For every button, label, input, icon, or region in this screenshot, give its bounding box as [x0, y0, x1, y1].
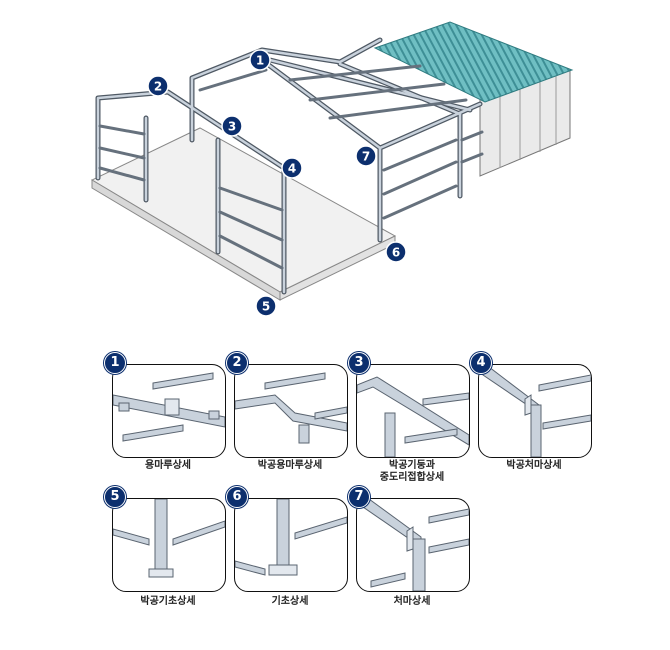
detail-caption-3: 박공기둥과 중도리접합상세 [379, 460, 445, 483]
detail-badge-3: 3 [348, 352, 370, 374]
detail-panel-2-gable-ridge [234, 364, 348, 458]
detail-badge-4: 4 [470, 352, 492, 374]
callout-badge-4: 4 [281, 157, 303, 179]
ridge-detail-drawing [113, 372, 225, 442]
svg-text:2: 2 [154, 80, 162, 94]
detail-caption-1: 용마루상세 [145, 460, 191, 471]
detail-caption-2: 박공용마루상세 [257, 460, 323, 471]
foundation-detail-drawing [235, 499, 347, 576]
detail-caption-6: 기초상세 [271, 596, 309, 607]
eave-detail-drawing [357, 499, 469, 591]
callout-badge-3: 3 [221, 115, 243, 137]
building-frame-overview: 1 2 3 4 5 6 7 [90, 21, 574, 317]
detail-panel-6-foundation [234, 498, 348, 592]
gable-foundation-detail-drawing [113, 499, 225, 578]
callout-badge-2: 2 [147, 75, 169, 97]
detail-panel-5-gable-foundation [112, 498, 226, 592]
svg-text:3: 3 [228, 120, 236, 134]
gable-eave-detail-drawing [479, 366, 591, 457]
detail-caption-7: 처마상세 [393, 596, 431, 607]
detail-badge-2: 2 [226, 352, 248, 374]
svg-text:6: 6 [392, 246, 400, 260]
detail-panel-4-gable-eave [478, 364, 592, 458]
svg-text:4: 4 [288, 162, 296, 176]
svg-text:1: 1 [256, 54, 264, 68]
callout-badge-5: 5 [255, 295, 277, 317]
detail-badge-6: 6 [226, 486, 248, 508]
detail-caption-4: 박공처마상세 [506, 460, 562, 471]
roof-panel [373, 21, 574, 103]
detail-panel-3-gable-column-purlin [356, 364, 470, 458]
gable-ridge-detail-drawing [235, 372, 347, 444]
building-frame-illustration: 1 2 3 4 5 6 7 [90, 21, 574, 317]
detail-caption-5: 박공기초상세 [140, 596, 196, 607]
callout-badge-7: 7 [355, 145, 377, 167]
detail-badge-5: 5 [104, 486, 126, 508]
detail-panel-7-eave [356, 498, 470, 592]
svg-text:5: 5 [262, 300, 270, 314]
gable-column-purlin-detail-drawing [357, 376, 469, 457]
detail-badge-7: 7 [348, 486, 370, 508]
callout-badge-1: 1 [249, 49, 271, 71]
svg-text:7: 7 [362, 150, 370, 164]
detail-badge-1: 1 [104, 352, 126, 374]
detail-panel-1-ridge [112, 364, 226, 458]
callout-badge-6: 6 [385, 241, 407, 263]
